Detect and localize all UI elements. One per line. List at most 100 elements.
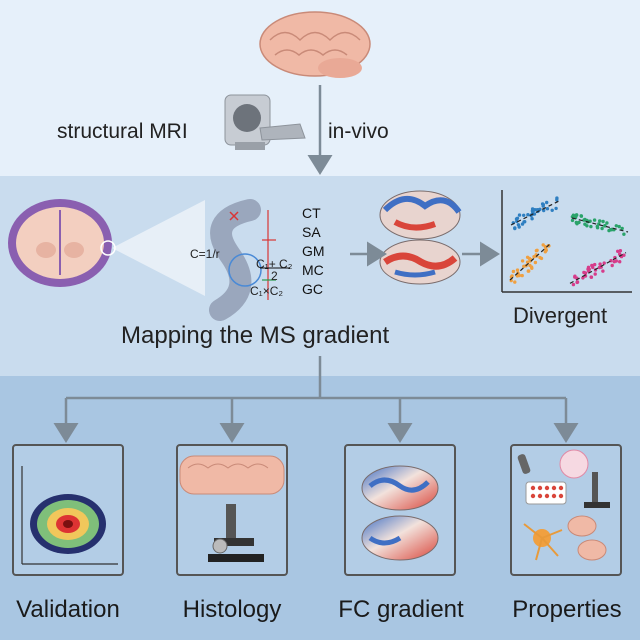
fc-gradient-caption: FC gradient: [338, 596, 464, 623]
scatter-point: [605, 221, 609, 225]
scatter-point: [555, 198, 559, 202]
scatter-point: [618, 260, 622, 264]
scatter-point: [545, 200, 549, 205]
mean-curvature-numerator: C₁+ C₂: [256, 257, 293, 271]
scatter-point: [533, 260, 538, 265]
scatter-point: [575, 280, 580, 284]
zoom-cone: [112, 200, 205, 296]
scatter-point: [516, 223, 521, 227]
feature-label-sa: SA: [302, 224, 321, 240]
properties-caption: Properties: [512, 596, 622, 623]
in-vivo-label: in-vivo: [328, 120, 389, 143]
scatter-trend-line: [569, 252, 627, 284]
scatter-trend-line: [509, 243, 551, 281]
microscope-icon: [208, 504, 264, 562]
scatter-point: [515, 268, 520, 272]
scatter-point: [535, 208, 539, 212]
histology-caption: Histology: [182, 596, 282, 623]
properties-panel: [510, 444, 622, 576]
scatter-point: [581, 276, 585, 280]
scatter-point: [513, 280, 517, 284]
scatter-point: [520, 273, 524, 278]
fc-gradient-brains: [361, 465, 439, 561]
scatter-point: [601, 269, 605, 273]
fc-gradient-panel: [344, 444, 456, 576]
scatter-trend-line: [510, 200, 560, 226]
scatter-point: [582, 270, 586, 275]
scatter-point: [617, 224, 621, 229]
scatter-point: [618, 249, 623, 253]
scatter-point: [538, 207, 542, 211]
scatter-point: [528, 263, 532, 268]
mri-scanner-icon: [224, 94, 306, 150]
properties-illustration: [517, 449, 610, 561]
scatter-point: [522, 220, 526, 224]
scatter-point: [593, 272, 597, 276]
scatter-point: [515, 216, 520, 220]
scatter-point: [597, 265, 602, 270]
mean-curvature-denominator: 2: [271, 269, 278, 283]
curvature-diagram: [209, 199, 276, 321]
scatter-point: [622, 232, 626, 236]
scatter-point: [610, 263, 614, 268]
scatter-point: [587, 269, 591, 273]
scatter-point: [550, 208, 554, 212]
feature-label-ct: CT: [302, 205, 321, 221]
scatter-point: [543, 250, 547, 254]
structural-mri-label: structural MRI: [57, 120, 188, 143]
scatter-point: [601, 219, 605, 224]
scatter-point: [598, 262, 602, 266]
scatter-point: [535, 248, 539, 252]
scatter-point: [614, 259, 618, 263]
surface-brain-icon: [379, 190, 462, 285]
scatter-point: [607, 228, 611, 233]
scatter-point: [595, 224, 599, 229]
scatter-point: [538, 255, 542, 260]
scatter-point: [614, 224, 618, 228]
scatter-point: [513, 226, 517, 231]
gaussian-curvature-formula: C₁×C₂: [250, 284, 284, 298]
scatter-point: [622, 253, 626, 257]
scatter-point: [598, 219, 602, 223]
scatter-trend-line: [571, 217, 629, 233]
scatter-point: [526, 213, 530, 217]
scatter-point: [527, 269, 531, 273]
scatter-point: [574, 220, 578, 225]
validation-caption: Validation: [16, 596, 120, 623]
scatter-point: [530, 266, 534, 270]
scatter-point: [541, 243, 545, 247]
scatter-point: [579, 214, 583, 218]
divergent-label: Divergent: [513, 303, 608, 328]
scatter-point: [511, 269, 516, 274]
feature-label-mc: MC: [302, 262, 324, 278]
scatter-point: [593, 262, 597, 267]
scatter-point: [589, 275, 593, 279]
scatter-point: [600, 226, 604, 231]
scatter-point: [571, 282, 576, 287]
scatter-point: [589, 224, 593, 229]
divergent-scatter-plot: [501, 190, 632, 293]
histology-panel: [176, 444, 288, 576]
brain-icon: [259, 11, 371, 78]
scatter-point: [573, 274, 577, 278]
scatter-point: [527, 256, 532, 261]
scatter-point: [532, 255, 536, 259]
scatter-point: [590, 263, 594, 268]
mapping-title: Mapping the MS gradient: [121, 322, 390, 349]
scatter-point: [530, 207, 535, 211]
scatter-point: [571, 213, 576, 217]
scatter-point: [544, 247, 548, 251]
validation-plot: [21, 466, 118, 565]
scatter-point: [583, 222, 587, 226]
histology-illustration: [179, 455, 285, 562]
tree-connector: [53, 356, 579, 443]
scatter-point: [520, 259, 525, 263]
scatter-point: [522, 213, 526, 217]
scatter-point: [530, 217, 534, 221]
validation-panel: [12, 444, 124, 576]
scatter-point: [541, 204, 545, 208]
scatter-point: [620, 226, 624, 231]
coronal-slice-icon: [8, 199, 116, 287]
